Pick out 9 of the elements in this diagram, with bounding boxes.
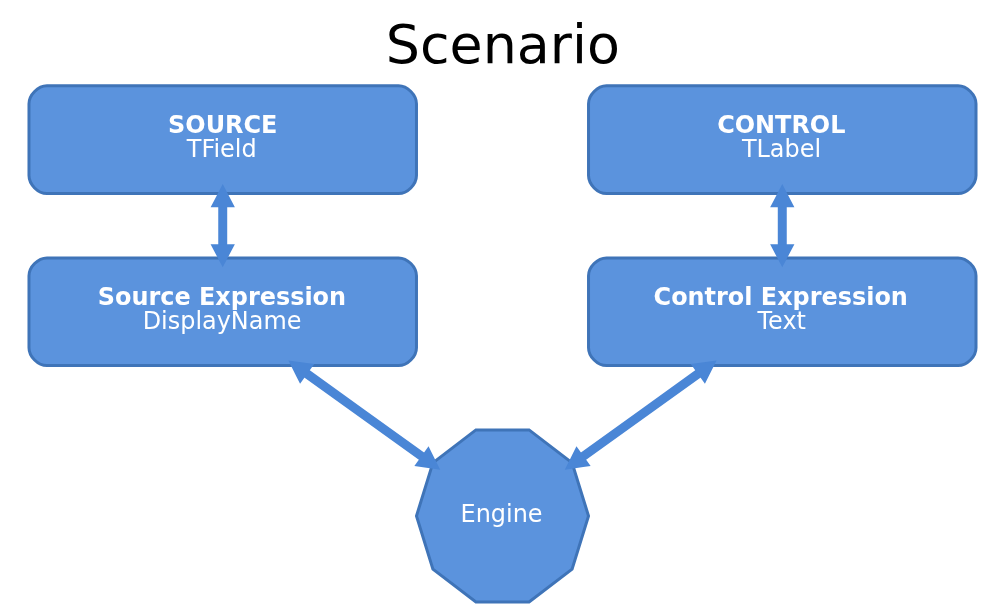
node-box: Control Expression Text [586,256,977,368]
arrow [210,184,235,268]
arrow [287,360,440,470]
node-box: SOURCE TField [27,84,418,196]
node-box: CONTROL TLabel [586,84,977,196]
arrow [769,184,794,268]
diagram-title: Scenario [385,13,620,77]
arrow [564,360,717,470]
node-box: Source Expression DisplayName [27,256,418,368]
